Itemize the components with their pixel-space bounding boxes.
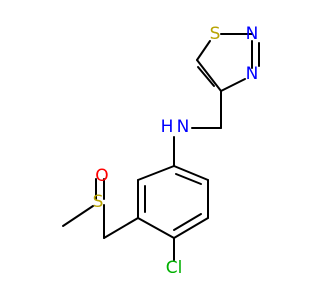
bond-ar-4 <box>173 217 209 239</box>
sulfoxide-oxygen-label: O <box>95 166 108 186</box>
bond-ar-double-b <box>173 213 202 231</box>
molecule-structure: S N N N H S O Cl <box>62 24 260 278</box>
bond-c5-s <box>196 40 211 61</box>
bond-ar-1 <box>137 165 175 181</box>
amine-hydrogen-label: H <box>161 117 174 137</box>
ring-nitrogen-1-label: N <box>246 24 259 44</box>
bond-ar-3 <box>137 217 175 239</box>
sulfoxide-sulfur-label: S <box>93 192 104 212</box>
bonds <box>62 33 260 261</box>
bond-ar-double-c <box>175 173 202 185</box>
chlorine-label: Cl <box>166 258 183 278</box>
ring-nitrogen-2-label: N <box>246 64 259 84</box>
ring-sulfur-label: S <box>210 24 221 44</box>
bond-c4-c5 <box>196 59 222 92</box>
amine-nitrogen-label: N <box>177 117 190 137</box>
bond-s-ch3 <box>62 205 94 227</box>
molecule-canvas: S N N N H S O Cl <box>62 24 260 278</box>
bond-n2-c4 <box>220 78 246 92</box>
bond-ar-6 <box>173 165 209 181</box>
bond-c4-c5-double <box>197 66 215 87</box>
bond-ar-ch2 <box>103 217 139 239</box>
